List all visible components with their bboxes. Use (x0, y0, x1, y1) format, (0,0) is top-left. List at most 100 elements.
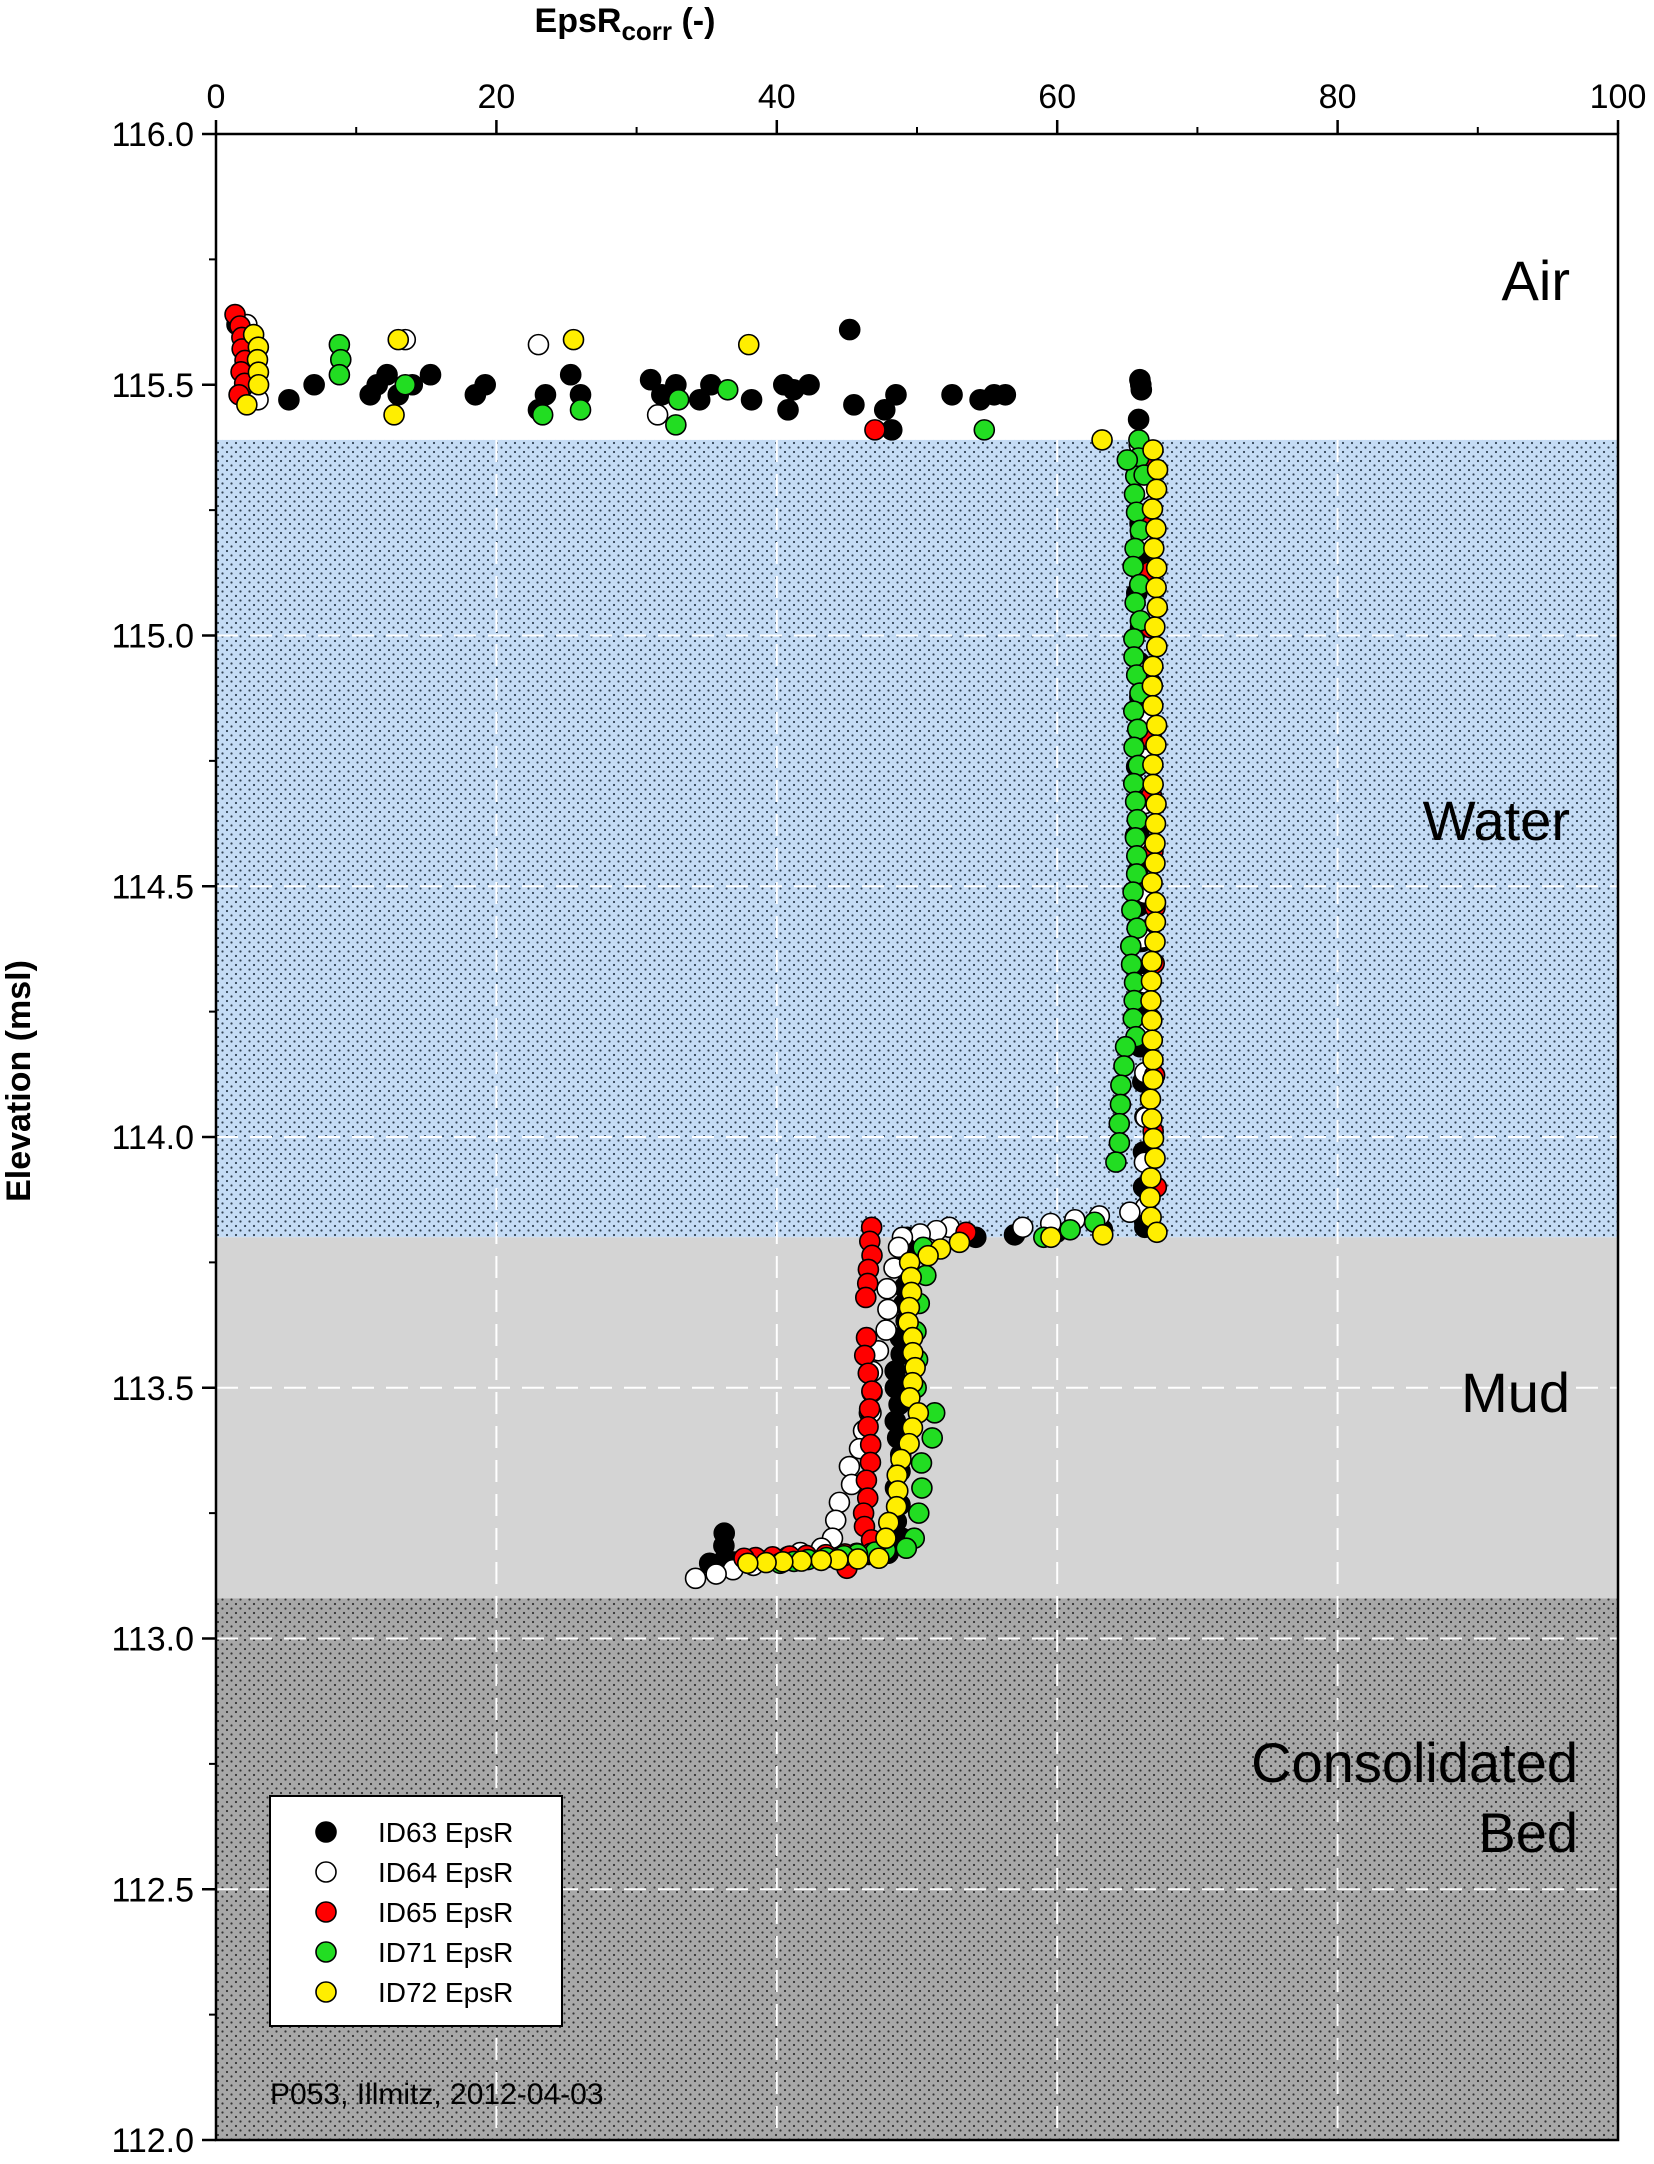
data-point (376, 363, 398, 386)
data-point (868, 1547, 890, 1570)
data-point (1141, 1009, 1163, 1032)
data-point (1142, 694, 1164, 717)
legend-label-0: ID63 EpsR (378, 1817, 513, 1848)
data-point (1139, 1186, 1161, 1209)
data-point (639, 368, 662, 391)
data-point (1142, 1127, 1165, 1150)
data-point (1110, 1074, 1132, 1096)
data-point (1144, 911, 1167, 933)
data-point (1108, 1112, 1131, 1135)
data-point (755, 1551, 777, 1574)
data-point (1141, 871, 1163, 894)
data-point (1146, 458, 1169, 481)
data-point (236, 394, 258, 416)
data-point (1105, 1151, 1127, 1173)
data-point (838, 318, 861, 341)
data-point (1144, 812, 1167, 835)
data-point (1145, 576, 1167, 599)
data-point (1141, 675, 1164, 697)
data-point (688, 388, 711, 411)
data-point (328, 363, 351, 386)
data-point (1122, 772, 1145, 795)
data-point (1126, 808, 1149, 831)
data-point (527, 333, 550, 356)
x-axis-title-main: EpsR (535, 2, 622, 40)
data-point (1144, 931, 1166, 953)
data-point (1144, 832, 1166, 855)
data-point (705, 1563, 727, 1585)
data-point (665, 414, 687, 436)
data-point (1142, 1068, 1164, 1091)
data-point (1141, 498, 1164, 520)
data-point (1144, 891, 1167, 914)
data-point (857, 1415, 879, 1438)
data-point (1059, 1218, 1081, 1241)
data-point (1139, 1088, 1162, 1110)
data-point (419, 363, 442, 386)
y-tick-label-2: 113.0 (111, 1621, 194, 1659)
data-point (1120, 953, 1143, 976)
data-point (569, 399, 592, 421)
legend-label-3: ID71 EpsR (378, 1937, 513, 1968)
data-point (917, 1244, 939, 1267)
data-point (911, 1477, 933, 1499)
data-point (847, 1548, 869, 1570)
x-tick-label-4: 80 (1319, 78, 1357, 116)
data-point (1124, 790, 1147, 813)
data-point (777, 399, 799, 421)
data-point (1091, 429, 1113, 451)
data-point (828, 1491, 851, 1514)
data-point (948, 1231, 971, 1254)
data-point (1123, 628, 1145, 650)
data-point (1145, 714, 1168, 737)
data-point (1119, 935, 1142, 958)
data-point (1140, 990, 1162, 1012)
y-tick-label-3: 113.5 (111, 1370, 194, 1408)
x-axis-title-sub: corr (621, 16, 672, 46)
data-point (1114, 1035, 1137, 1058)
data-point (740, 388, 763, 411)
data-point (1146, 596, 1169, 619)
data-point (387, 328, 410, 351)
data-point (855, 1326, 878, 1349)
data-point (1140, 970, 1163, 992)
y-tick-label-6: 115.0 (111, 618, 194, 656)
x-tick-label-3: 60 (1038, 78, 1076, 116)
data-point (1123, 483, 1146, 505)
data-point (394, 373, 417, 396)
data-point (910, 1452, 933, 1474)
data-point (843, 394, 865, 416)
y-tick-label-7: 115.5 (111, 367, 194, 405)
data-point (474, 373, 496, 396)
data-point (1124, 537, 1146, 560)
data-point (1124, 591, 1146, 614)
legend-marker-4 (315, 1981, 337, 2003)
legend-marker-3 (315, 1941, 337, 1963)
data-point (1142, 655, 1164, 678)
data-point (798, 373, 820, 396)
data-point (1108, 1132, 1131, 1154)
data-point (861, 1380, 883, 1402)
data-point (1109, 1093, 1132, 1116)
data-point (857, 1362, 880, 1385)
data-point (1144, 616, 1166, 638)
data-point (737, 333, 760, 356)
data-point (873, 399, 896, 421)
legend-label-1: ID64 EpsR (378, 1857, 513, 1888)
data-point (1142, 773, 1164, 796)
data-point (1130, 378, 1153, 401)
data-point (1145, 734, 1167, 756)
data-point (875, 1319, 897, 1341)
data-point (810, 1549, 833, 1572)
data-point (1122, 881, 1144, 903)
data-point (736, 1552, 759, 1575)
data-point (859, 1433, 882, 1456)
data-point (562, 328, 585, 351)
data-point (859, 1451, 882, 1474)
data-point (1127, 408, 1150, 431)
data-point (895, 1537, 918, 1560)
data-point (1144, 1147, 1166, 1170)
data-point (876, 1277, 898, 1300)
